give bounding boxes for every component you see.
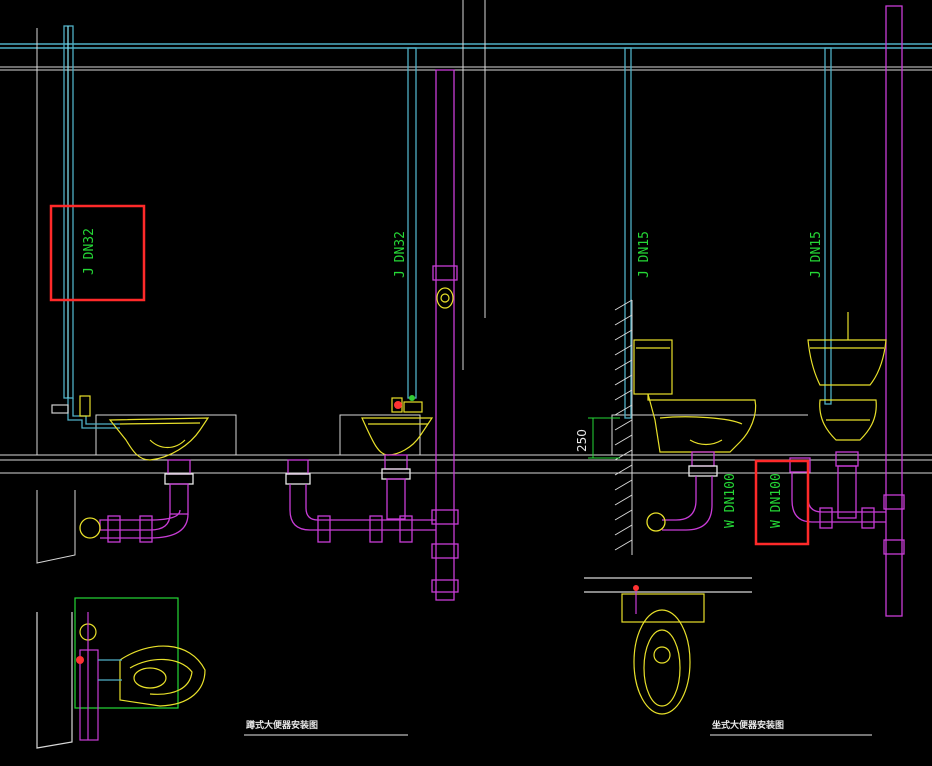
top-pipes bbox=[0, 43, 932, 71]
drain-label-2: W DN100 bbox=[769, 473, 784, 528]
pipe-label-4: J DN15 bbox=[809, 231, 824, 278]
dimension-label: 250 bbox=[575, 429, 589, 452]
title-right: 坐式大便器安装图 bbox=[712, 719, 784, 731]
squat-pan-plan bbox=[36, 597, 206, 749]
wc-plan bbox=[584, 577, 752, 715]
drain-assembly-2 bbox=[285, 454, 436, 543]
highlight-box-pipe-label bbox=[49, 204, 146, 302]
wc-with-tank-side bbox=[807, 312, 887, 441]
water-supply-risers bbox=[63, 25, 832, 429]
dimension-250 bbox=[588, 417, 620, 459]
pipe-label-3: J DN15 bbox=[637, 231, 652, 278]
squat-toilet-elevation-2 bbox=[361, 395, 434, 456]
structure-lines bbox=[0, 0, 932, 564]
drain-assembly-3 bbox=[646, 451, 718, 532]
drain-assembly-1 bbox=[79, 459, 194, 543]
highlight-box-drain-label bbox=[754, 459, 810, 546]
squat-toilet-elevation bbox=[51, 395, 210, 461]
cleanout-fitting bbox=[436, 287, 454, 309]
wall-hatch bbox=[614, 299, 633, 555]
drain-assembly-4 bbox=[789, 451, 886, 529]
drain-stacks bbox=[431, 5, 905, 617]
pipe-label-1: J DN32 bbox=[82, 228, 97, 275]
pipe-label-2: J DN32 bbox=[393, 231, 408, 278]
title-left: 蹲式大便器安装图 bbox=[246, 719, 318, 731]
drain-label-1: W DN100 bbox=[723, 473, 738, 528]
close-coupled-toilet bbox=[633, 339, 757, 453]
